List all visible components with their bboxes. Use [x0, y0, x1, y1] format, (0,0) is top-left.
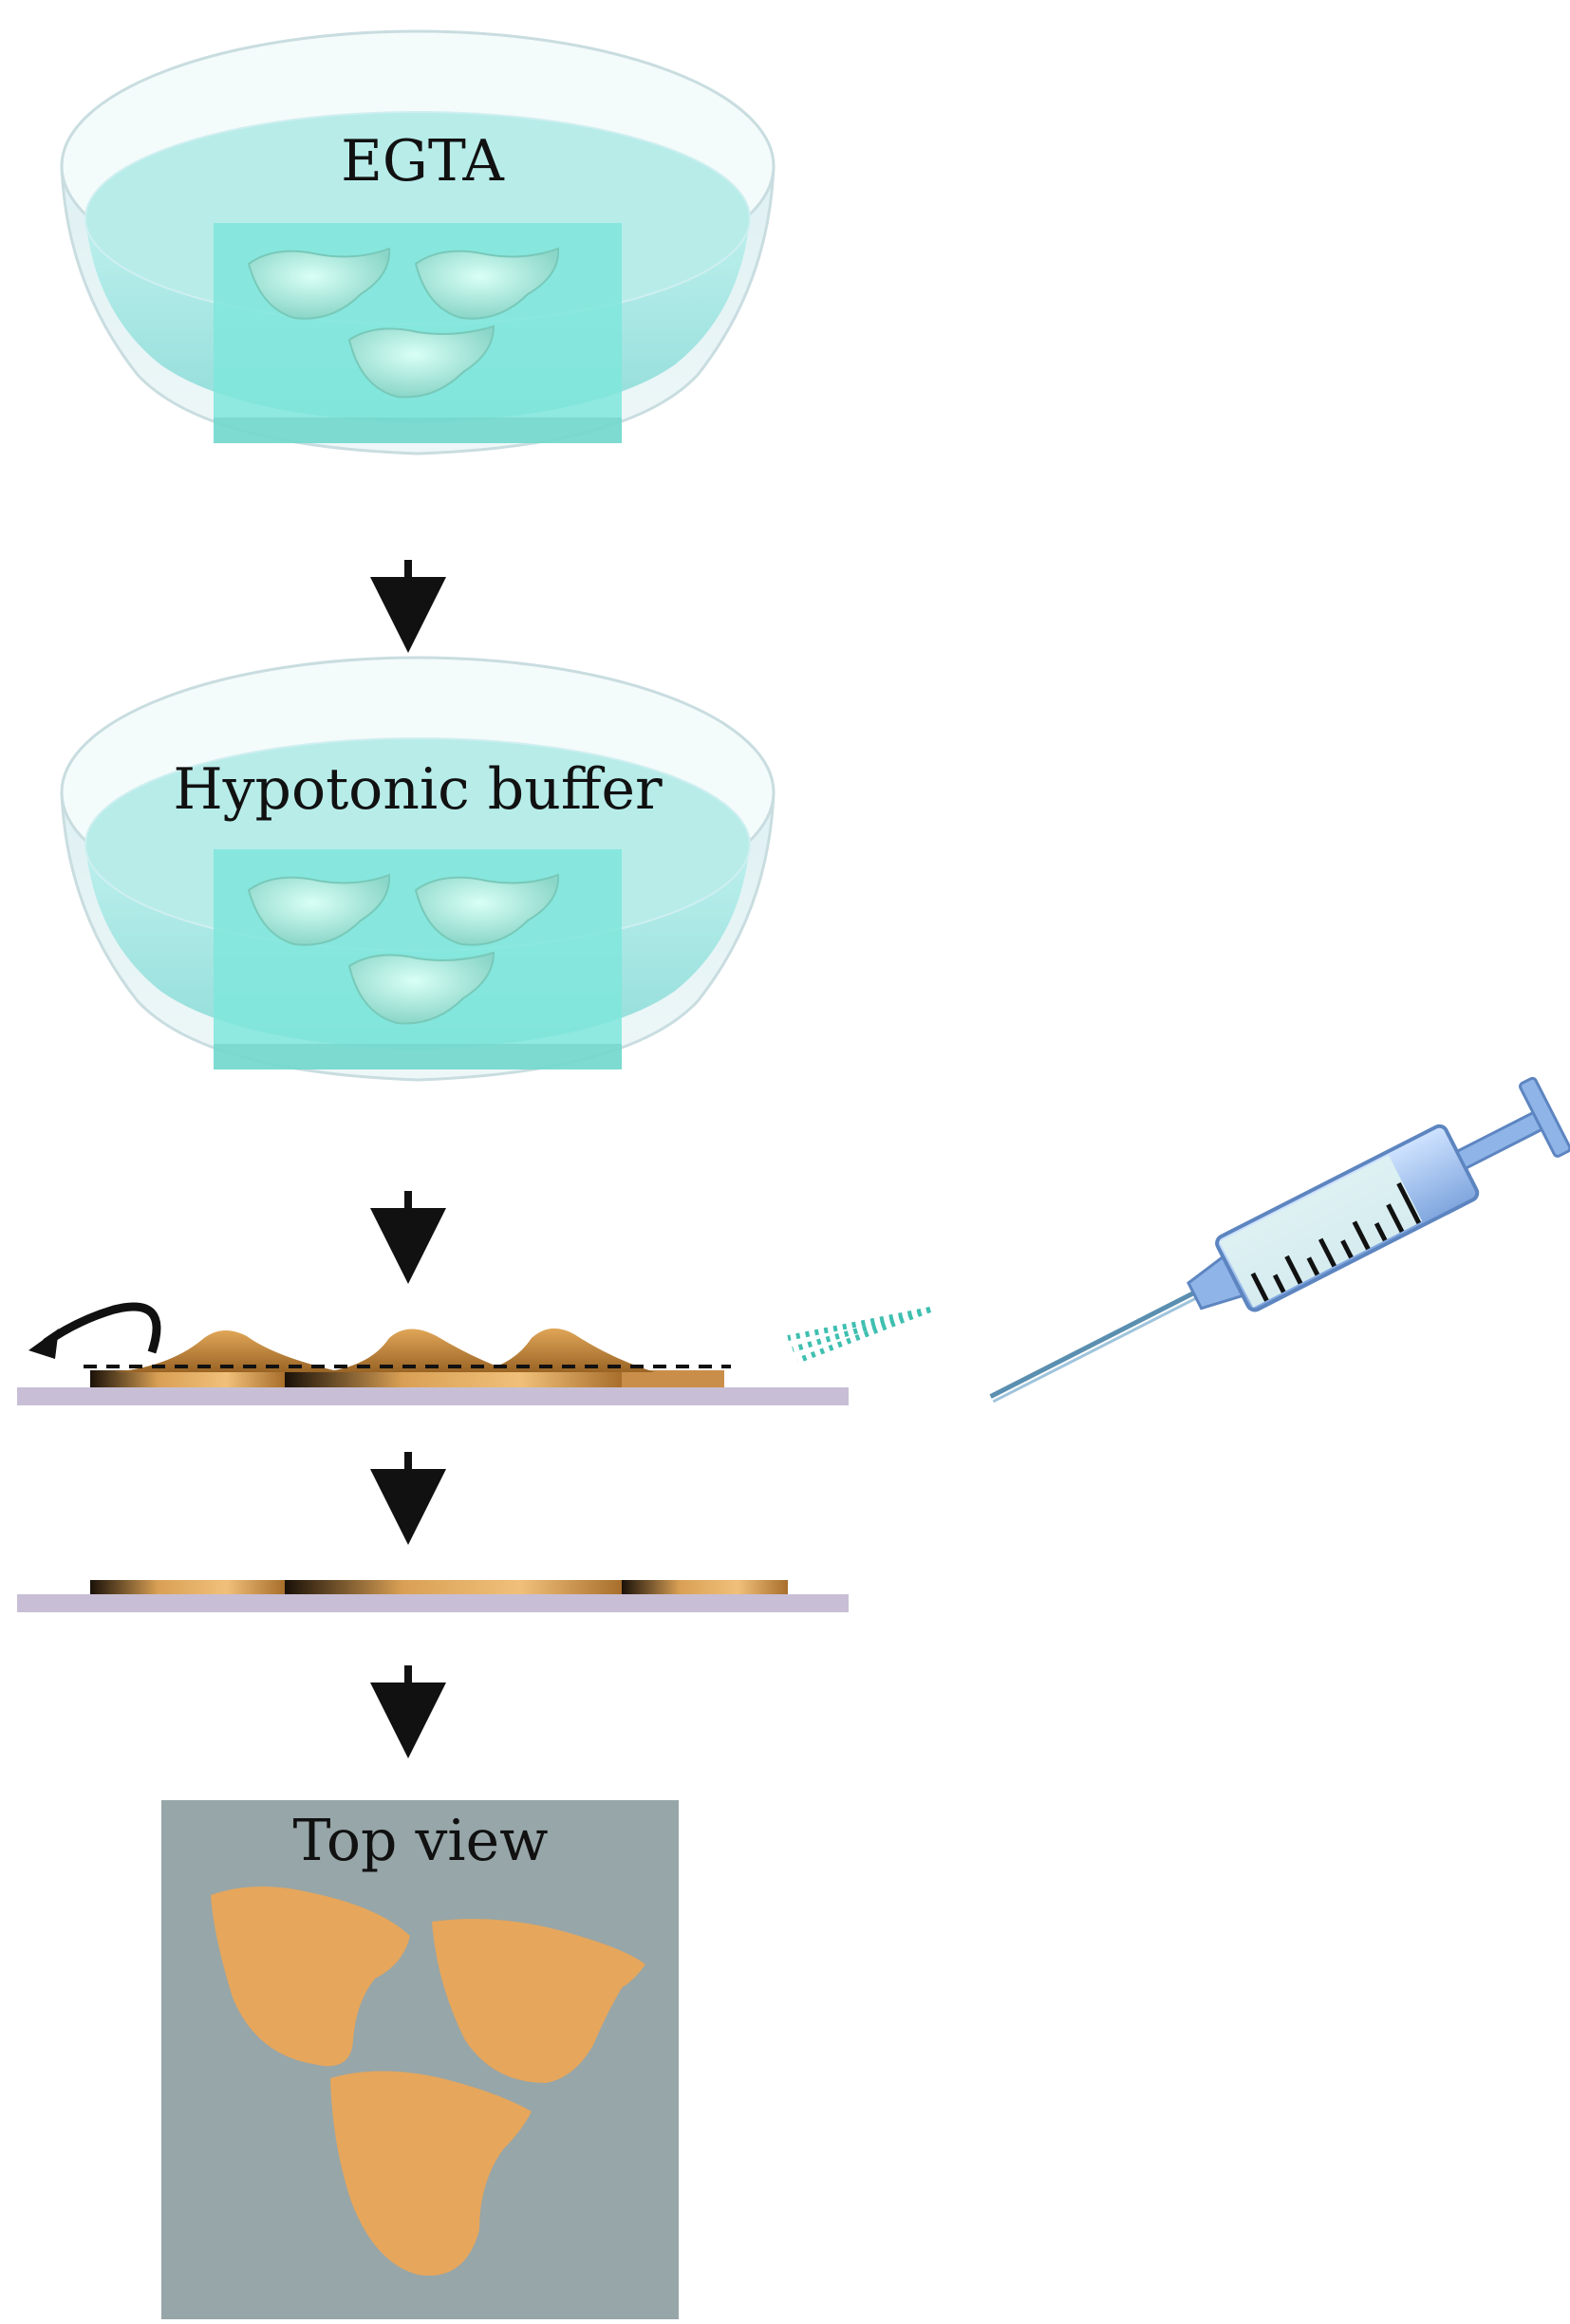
glass-slide [17, 1387, 849, 1405]
membrane-sheet-top [330, 2071, 532, 2277]
adherent-cell [414, 247, 560, 320]
dish2-label: Hypotonic buffer [173, 756, 663, 823]
swollen-cell [414, 873, 560, 946]
side-view-membrane-sheets [17, 1580, 849, 1612]
adherent-cell [247, 247, 391, 320]
top-view-panel: Top view [161, 1800, 679, 2319]
swollen-cell [247, 873, 391, 946]
membrane-sheet-top [211, 1886, 410, 2067]
top-view-label: Top view [293, 1808, 549, 1874]
membrane-sheet [285, 1580, 622, 1594]
membrane-sheet [90, 1580, 285, 1594]
curved-arrow-icon [43, 1302, 161, 1354]
glass-slide [17, 1594, 849, 1612]
petri-dish-egta: EGTA [60, 29, 776, 456]
swollen-cell [347, 951, 495, 1025]
side-view-unroofing [17, 1302, 849, 1405]
dish1-label: EGTA [341, 128, 504, 195]
cell-mound [114, 1329, 342, 1372]
spray-stream [787, 1307, 932, 1364]
cell-mound [475, 1328, 655, 1372]
petri-dish-hypotonic-buffer: Hypotonic buffer [60, 656, 776, 1082]
membrane-sheet-top [432, 1919, 645, 2083]
cell-mound [323, 1329, 513, 1372]
membrane-sheet [622, 1580, 788, 1594]
syringe-icon [989, 1076, 1570, 1404]
adherent-cell [347, 325, 495, 399]
